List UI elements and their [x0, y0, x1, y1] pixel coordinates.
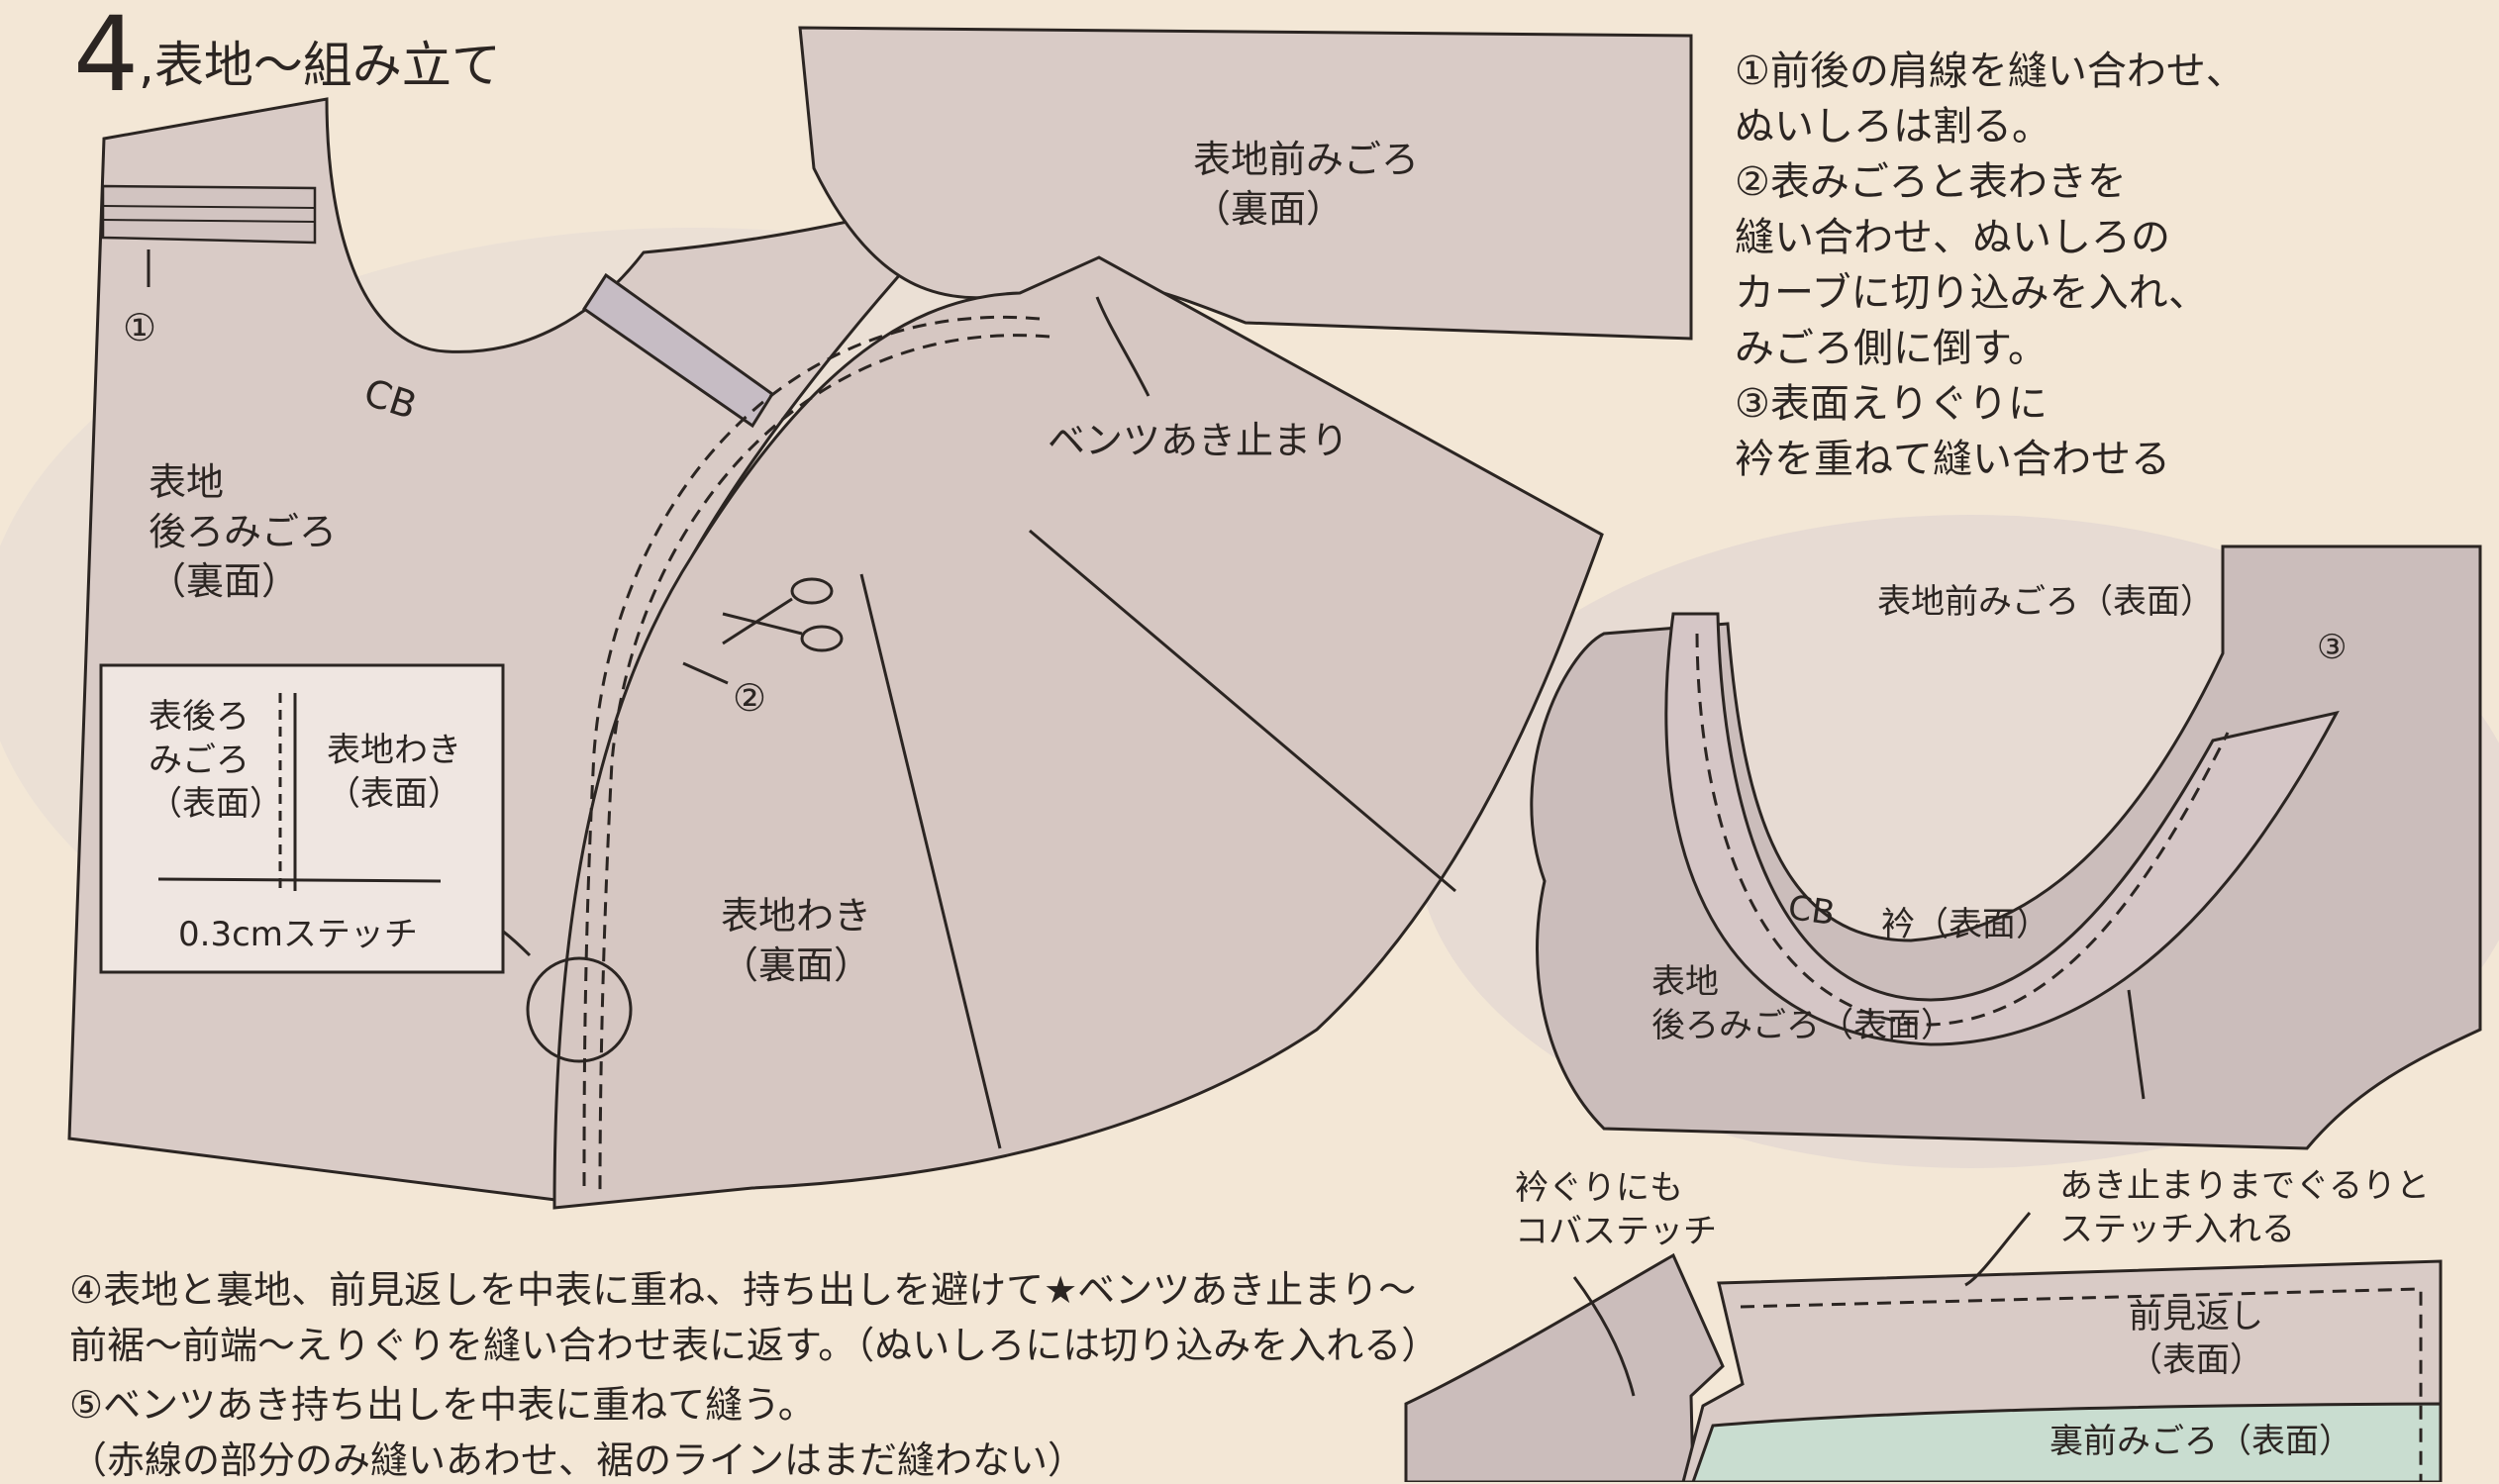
- side-piece: [552, 255, 1604, 1210]
- section-title: ,表地〜組み立て: [139, 37, 501, 94]
- label-side: 表地わき （裏面）: [721, 894, 872, 988]
- inset-box: [99, 663, 505, 974]
- seam-line: [102, 205, 316, 209]
- shoulder-seam: [581, 272, 775, 429]
- fold-line: [859, 573, 1002, 1149]
- neck-arrow: [1572, 1276, 1636, 1397]
- marker2-arrow: [682, 661, 729, 685]
- shoulder-seam-left: [101, 184, 317, 245]
- fold-line: [1029, 529, 1456, 893]
- marker-3: ③: [2317, 628, 2348, 667]
- instruction-line: 前裾〜前端〜えりぐりを縫い合わせ表に返す。（ぬいしろには切り込みを入れる）: [69, 1324, 1440, 1367]
- detail-circle: [526, 956, 633, 1063]
- inset-label-side: 表地わき （表面）: [327, 731, 461, 815]
- step-line: ③表面えりぐりに: [1735, 381, 2048, 427]
- inset-label-stitch: 0.3cmステッチ: [178, 915, 418, 954]
- instruction-line: ④表地と裏地、前見返しを中表に重ね、持ち出しを避けて★ベンツあき止まり〜: [69, 1268, 1417, 1312]
- collar-dashed-seam: [1695, 633, 2230, 1027]
- label-vent-stop: ベンツあき止まり: [1048, 419, 1349, 462]
- step-number: 4: [73, 0, 140, 115]
- inset-hem: [157, 877, 442, 883]
- collar-piece: [1664, 612, 2340, 1046]
- step-line: カーブに切り込みを入れ、: [1735, 270, 2208, 316]
- label-neck-stitch: 衿ぐりにも コバステッチ: [1515, 1168, 1717, 1252]
- right-seam: [2127, 989, 2146, 1100]
- label-collar: 衿（表面）: [1881, 905, 2049, 944]
- marker-2: ②: [733, 676, 767, 720]
- right-body-piece: [1530, 544, 2482, 1150]
- step-line: 縫い合わせ、ぬいしろの: [1735, 215, 2170, 260]
- inset-label-back: 表後ろ みごろ （表面）: [149, 697, 283, 825]
- curved-seam: [582, 315, 1041, 1189]
- label-lining: 裏前みごろ（表面）: [2049, 1422, 2352, 1461]
- step-line: 衿を重ねて縫い合わせる: [1735, 437, 2170, 482]
- label-around-stitch: あき止まりまでぐるりと ステッチ入れる: [2059, 1166, 2430, 1250]
- label-back-body: 表地 後ろみごろ （裏面）: [149, 460, 338, 604]
- seam-line: [102, 219, 316, 223]
- step-line: ぬいしろは割る。: [1735, 104, 2051, 149]
- marker-1: ①: [123, 306, 157, 349]
- neck-piece: [1404, 1252, 1725, 1482]
- facing-stitch: [1740, 1287, 2423, 1482]
- instruction-line: ⑤ベンツあき持ち出しを中表に重ねて縫う。: [69, 1383, 816, 1427]
- lining-piece: [1691, 1402, 2443, 1482]
- step-line: ①前後の肩線を縫い合わせ、: [1735, 49, 2246, 94]
- around-arrow: [1964, 1212, 2032, 1287]
- step-line: ②表みごろと表わきを: [1735, 159, 2127, 205]
- scissors-icon: [722, 577, 844, 652]
- label-front-body: 表地前みごろ （裏面）: [1193, 138, 1420, 232]
- label-right-back-body: 表地 後ろみごろ（表面）: [1651, 962, 1954, 1046]
- step-line: みごろ側に倒す。: [1735, 326, 2048, 371]
- vent-arrow: [1095, 296, 1150, 397]
- instruction-line: （赤線の部分のみ縫いあわせ、裾のラインはまだ縫わない）: [69, 1438, 1086, 1482]
- label-right-cb: CB: [1785, 887, 1838, 935]
- curved-seam-inner: [598, 334, 1050, 1194]
- label-facing: 前見返し （表面）: [2129, 1297, 2263, 1381]
- label-right-front-body: 表地前みごろ（表面）: [1877, 582, 2214, 622]
